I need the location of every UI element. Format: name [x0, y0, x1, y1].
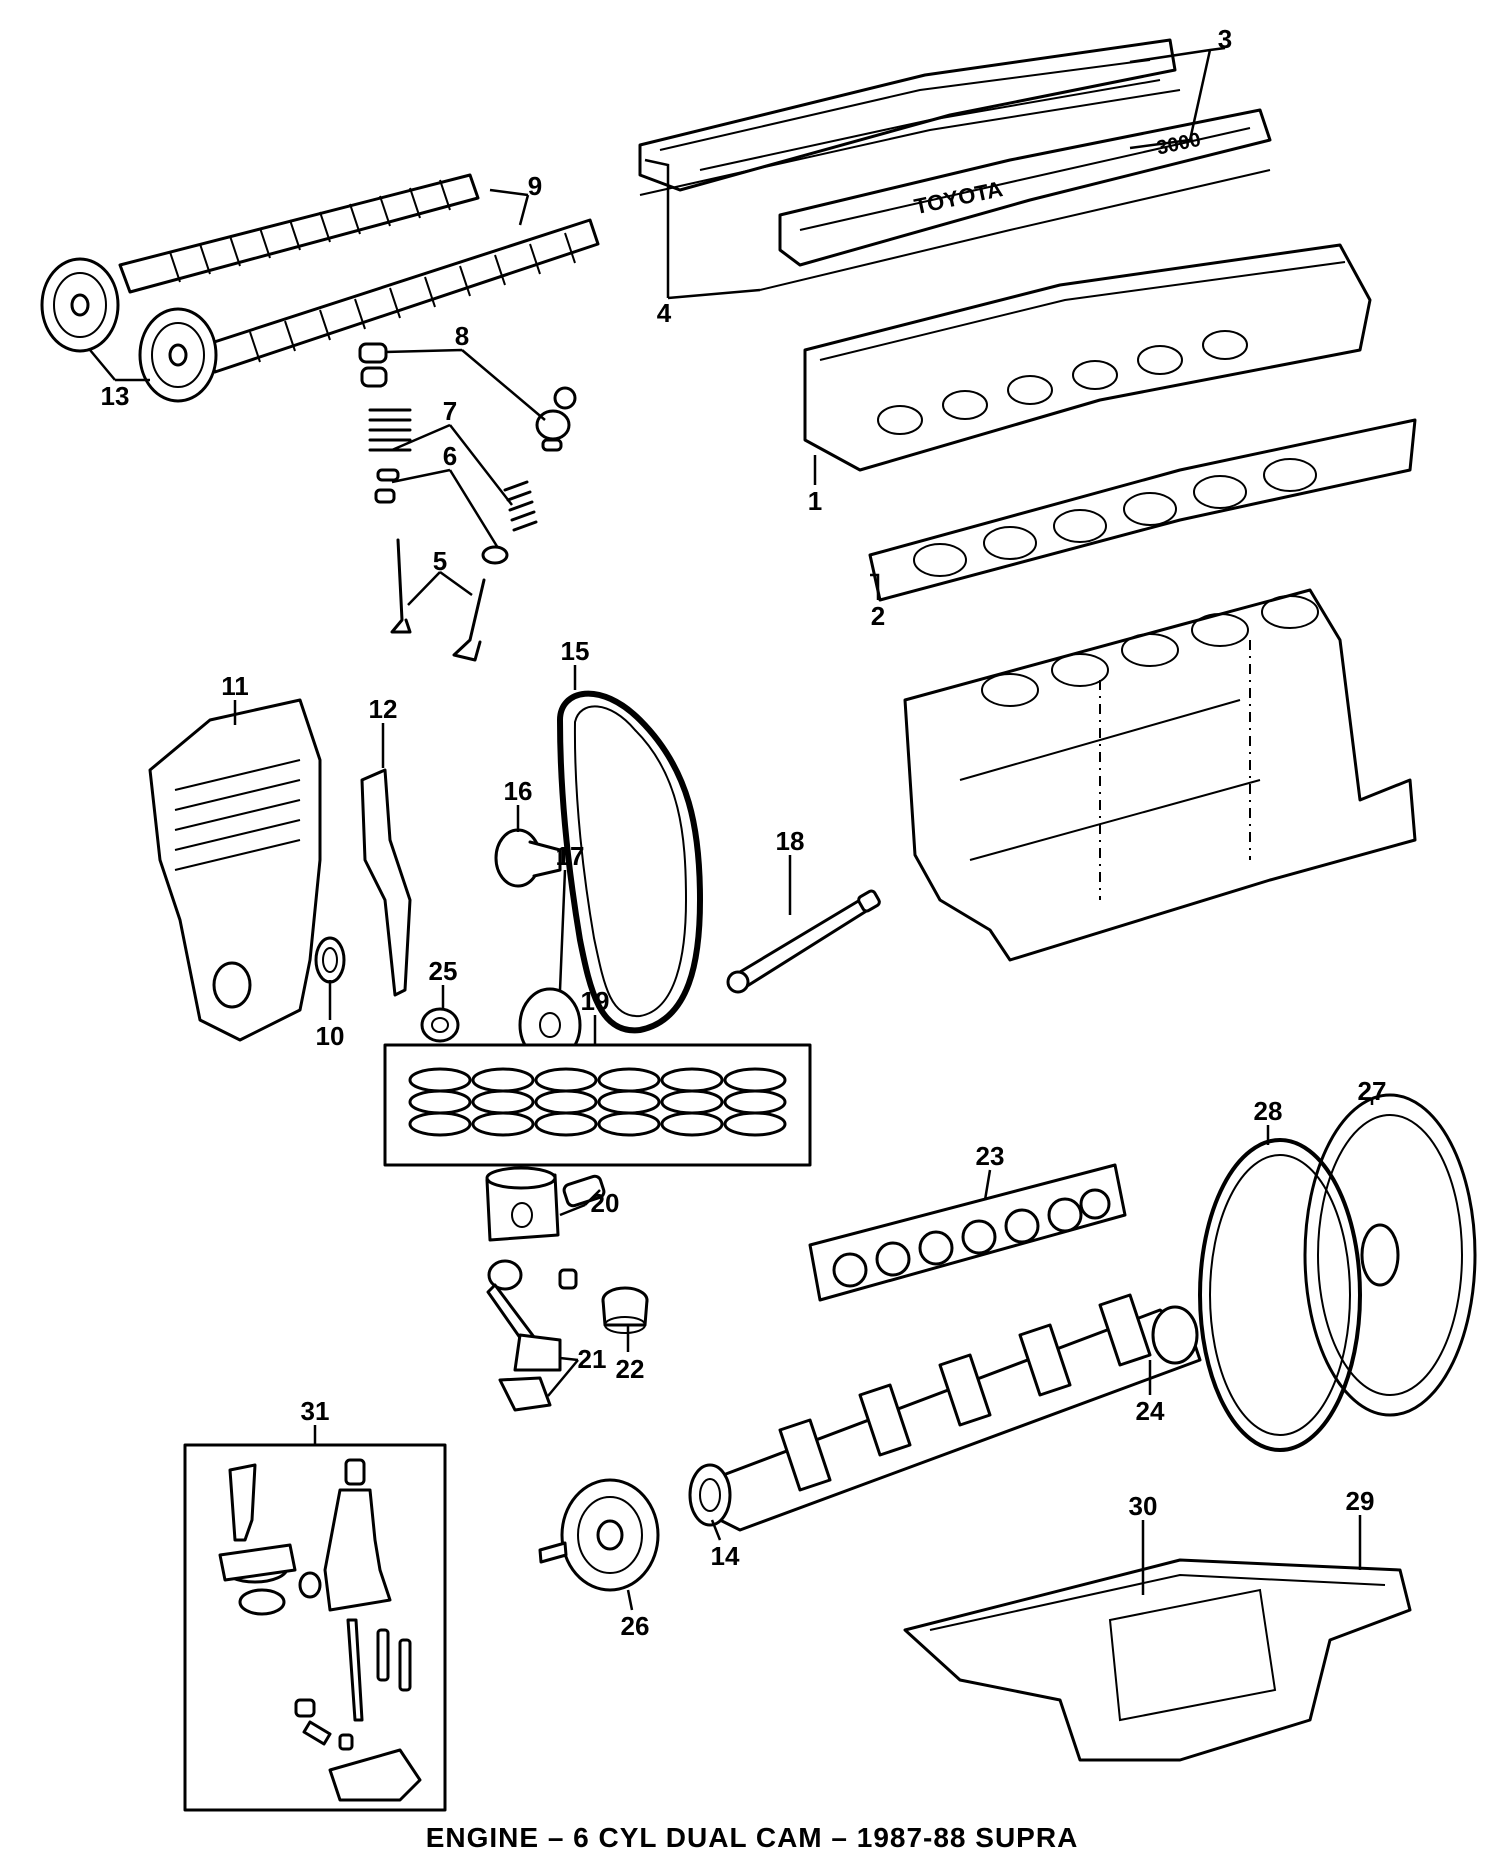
valve-train-right [452, 386, 577, 662]
callout-24: 24 [1136, 1396, 1165, 1426]
callout-18: 18 [776, 826, 805, 856]
callout-numbers: 1 2 3 4 5 6 7 8 9 10 11 12 13 14 15 16 1… [101, 24, 1387, 1641]
engine-block [903, 588, 1417, 962]
timing-belt [557, 690, 703, 1034]
callout-2: 2 [871, 601, 885, 631]
callout-9: 9 [528, 171, 542, 201]
callout-4: 4 [657, 298, 672, 328]
callout-13: 13 [101, 381, 130, 411]
callout-14: 14 [711, 1541, 740, 1571]
callout-19: 19 [581, 986, 610, 1016]
callout-29: 29 [1346, 1486, 1375, 1516]
callout-15: 15 [561, 636, 590, 666]
callout-8: 8 [455, 321, 469, 351]
flywheel [1303, 1093, 1477, 1417]
oil-seal-25 [420, 1007, 460, 1043]
valve-cover-upper [638, 38, 1177, 192]
callout-30: 30 [1129, 1491, 1158, 1521]
callout-5: 5 [433, 546, 447, 576]
callout-23: 23 [976, 1141, 1005, 1171]
tensioner-pulley [494, 828, 562, 888]
valve-cover-gaskets [639, 89, 1271, 291]
callout-28: 28 [1254, 1096, 1283, 1126]
cylinder-head [803, 243, 1372, 472]
rod-bushing [601, 1286, 649, 1334]
camshaft-upper [118, 173, 480, 294]
callout-26: 26 [621, 1611, 650, 1641]
callout-1: 1 [808, 486, 822, 516]
crankshaft [708, 1293, 1202, 1532]
callout-3: 3 [1218, 24, 1232, 54]
callout-6: 6 [443, 441, 457, 471]
callout-31: 31 [301, 1396, 330, 1426]
crank-pulley [538, 1478, 660, 1592]
ring-gear [1198, 1138, 1362, 1452]
main-bearings-set [808, 1163, 1127, 1302]
timing-cover [148, 698, 322, 1042]
diagram-caption: ENGINE – 6 CYL DUAL CAM – 1987-88 SUPRA [425, 1822, 1079, 1853]
callout-10: 10 [316, 1021, 345, 1051]
valve-cover-lower: TOYOTA 3000 [778, 108, 1272, 267]
crank-timing-gear [688, 1463, 732, 1527]
callout-21: 21 [578, 1344, 607, 1374]
oil-pan [903, 1558, 1412, 1762]
callout-16: 16 [504, 776, 533, 806]
callout-20: 20 [591, 1188, 620, 1218]
camshaft-gear-2 [138, 307, 218, 403]
head-gasket [868, 418, 1417, 602]
crank-seal-10 [314, 936, 346, 984]
camshaft-gear-1 [40, 257, 120, 353]
connecting-rod [486, 1259, 578, 1412]
piston-rings-set [383, 1043, 812, 1167]
callout-7: 7 [443, 396, 457, 426]
oil-pump-kit [183, 1443, 447, 1812]
timing-cover-plate [360, 768, 412, 997]
callout-27: 27 [1358, 1076, 1387, 1106]
callout-11: 11 [221, 671, 249, 701]
drive-shaft [726, 889, 881, 994]
callout-22: 22 [616, 1354, 645, 1384]
callout-17: 17 [556, 841, 585, 871]
callout-25: 25 [429, 956, 458, 986]
valve-train-left [358, 342, 412, 634]
callout-12: 12 [369, 694, 398, 724]
leader-lines [89, 46, 1374, 1611]
